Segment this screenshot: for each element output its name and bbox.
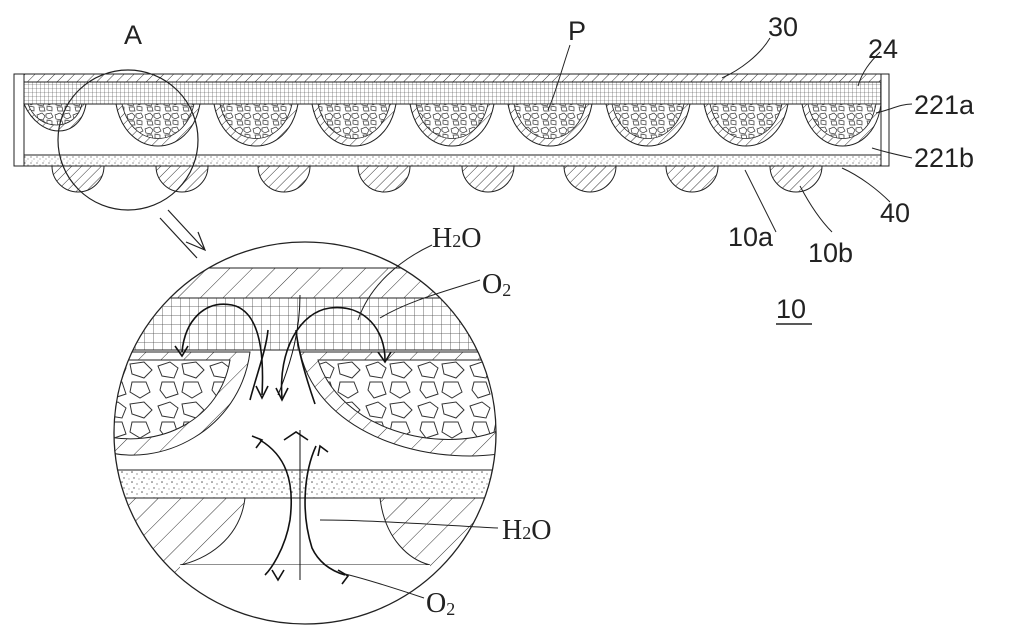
label-pore-p: P <box>568 16 586 46</box>
flow-arrows <box>174 294 392 585</box>
catalyst-cups <box>23 103 882 147</box>
leader-lines <box>547 37 913 233</box>
label-24: 24 <box>868 34 898 64</box>
layer-40 <box>23 154 882 167</box>
label-h2o-top: H2O <box>432 223 481 254</box>
label-221a: 221a <box>914 90 975 120</box>
part-labels: A P 30 24 221a 221b 40 10a 10b 10 <box>124 12 975 324</box>
detail-arrow <box>167 209 207 252</box>
label-221b: 221b <box>914 143 974 173</box>
label-o2-top: O2 <box>482 269 511 300</box>
chem-leaders <box>319 244 499 599</box>
label-40: 40 <box>880 198 910 228</box>
label-detail-a: A <box>124 20 142 50</box>
layer-24 <box>23 81 882 105</box>
label-o2-bottom: O2 <box>426 588 455 619</box>
detail-circle-outline <box>113 241 497 625</box>
detail-circle-a <box>57 69 199 211</box>
base-bumps-10b <box>51 165 823 193</box>
chem-labels: H2O O2 H2O O2 <box>426 223 551 619</box>
label-10a: 10a <box>728 222 774 252</box>
label-10b: 10b <box>808 238 853 268</box>
magnified-detail <box>113 241 499 625</box>
end-cap-left <box>13 73 25 167</box>
label-h2o-bottom: H2O <box>502 515 551 546</box>
label-10: 10 <box>776 294 806 324</box>
end-cap-right <box>880 73 890 167</box>
top-cross-section <box>13 69 890 259</box>
label-30: 30 <box>768 12 798 42</box>
layer-30 <box>23 73 882 83</box>
